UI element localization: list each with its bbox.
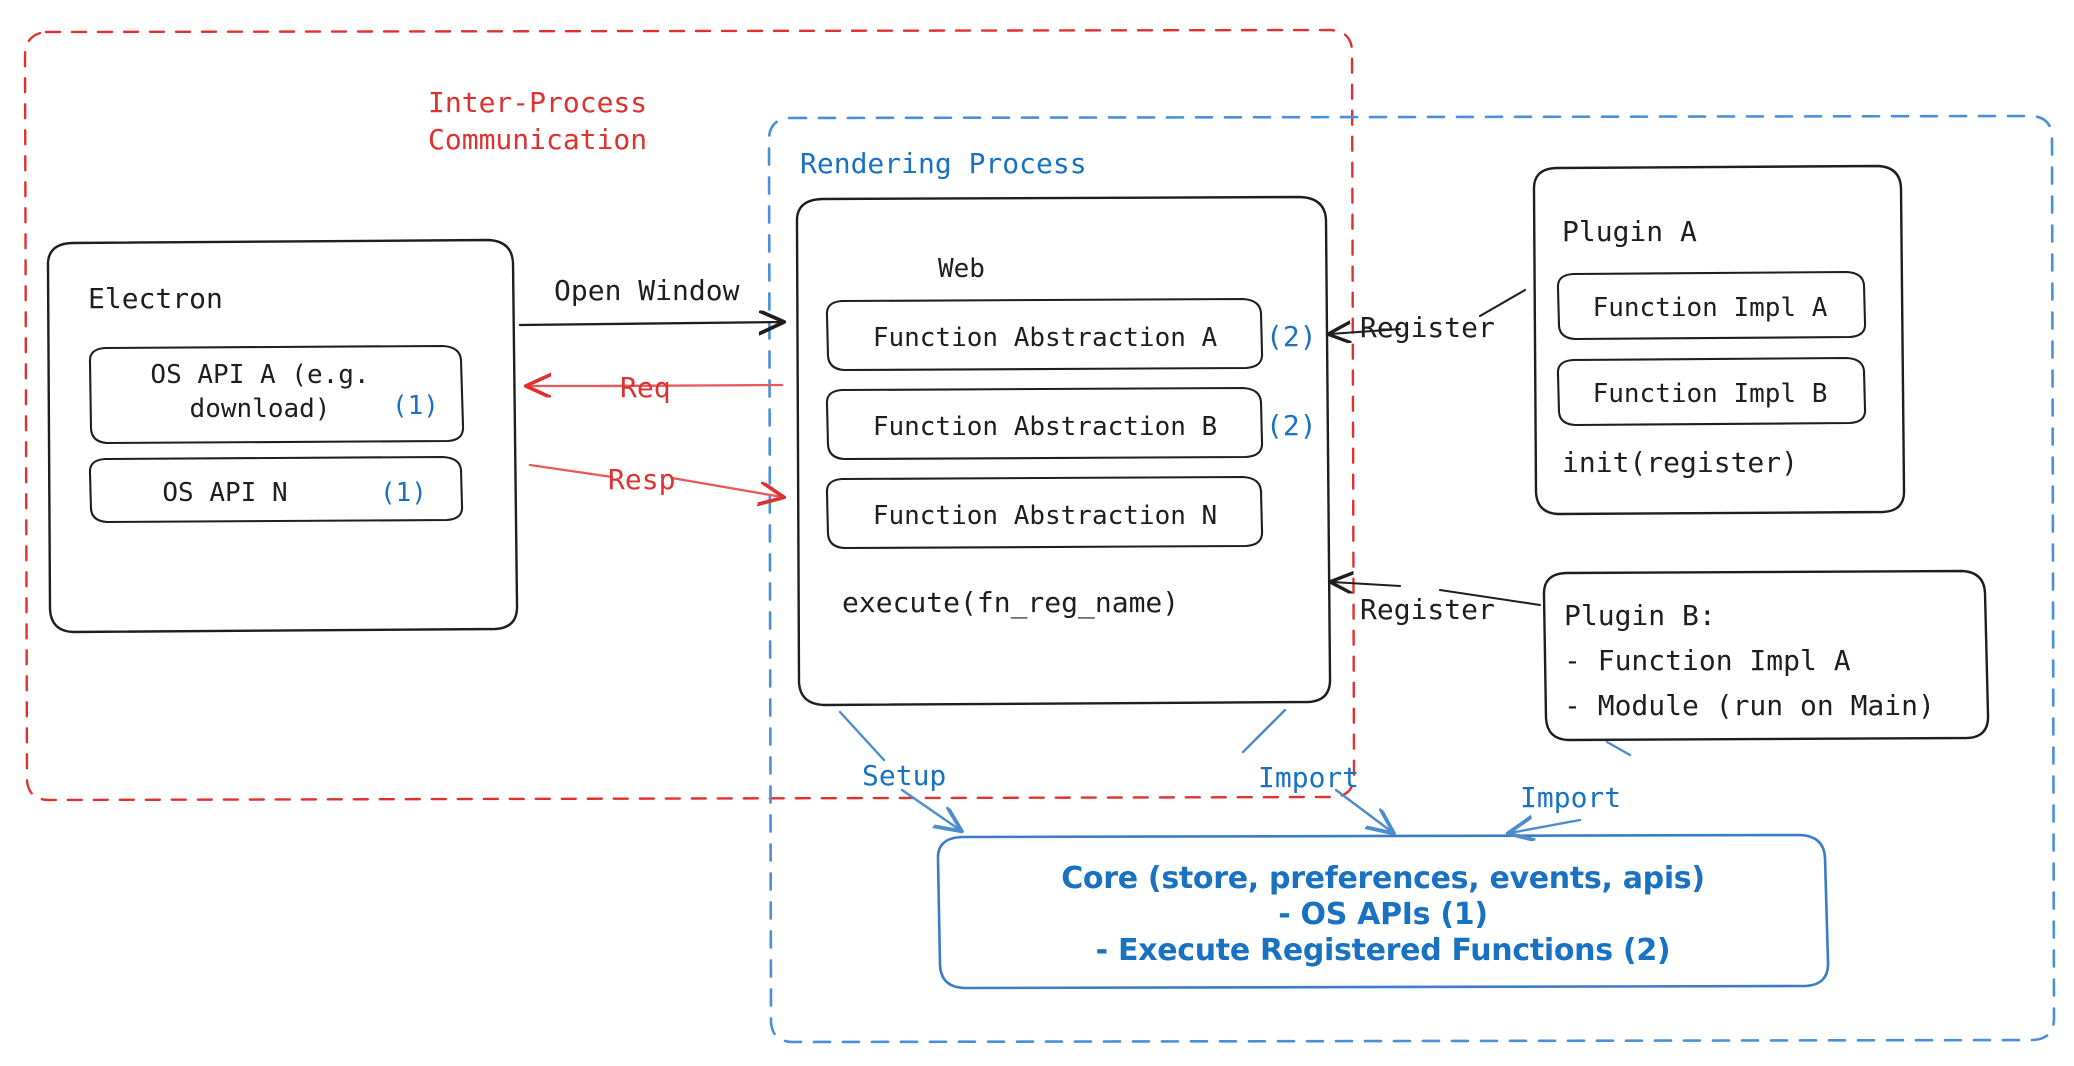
- core-title: Core (store, preferences, events, apis): [1061, 861, 1705, 896]
- plugin-a-init-signature: init(register): [1562, 446, 1799, 479]
- arrow-label-open-window: Open Window: [554, 274, 740, 307]
- arrow-label-import-web: Import: [1258, 761, 1360, 794]
- arrow-label-register-plugin-b: Register: [1360, 593, 1495, 626]
- os-api-n-marker: (1): [380, 478, 427, 508]
- function-abstraction-a-marker: (2): [1266, 320, 1317, 353]
- box-web-outline: [795, 195, 1332, 707]
- core-item-os-apis: - OS APIs (1): [1278, 897, 1488, 932]
- os-api-a-label: OS API A (e.g. download): [150, 360, 370, 425]
- region-label-rendering-process: Rendering Process: [800, 147, 1087, 180]
- function-abstraction-b-label: Function Abstraction B: [872, 412, 1218, 442]
- box-title-web: Web: [938, 254, 985, 284]
- box-title-electron: Electron: [88, 282, 223, 315]
- function-abstraction-b-marker: (2): [1266, 409, 1317, 442]
- arrow-label-register-plugin-a: Register: [1360, 311, 1495, 344]
- os-api-a-marker: (1): [392, 391, 439, 421]
- arrow-label-req: Req: [620, 371, 671, 404]
- arrow-label-resp: Resp: [608, 463, 676, 496]
- core-item-execute-registered-functions: - Execute Registered Functions (2): [1095, 933, 1671, 968]
- arrow-label-setup: Setup: [862, 759, 947, 792]
- function-abstraction-a-label: Function Abstraction A: [872, 323, 1218, 353]
- arrow-open-window: [518, 322, 782, 325]
- function-abstraction-n-label: Function Abstraction N: [872, 501, 1218, 531]
- region-label-inter-process-communication: Inter-Process Communication: [428, 86, 648, 156]
- box-title-plugin-a: Plugin A: [1562, 215, 1697, 248]
- plugin-b-title: Plugin B:: [1564, 599, 1716, 632]
- function-impl-a-label: Function Impl A: [1592, 293, 1828, 323]
- plugin-b-item-module: - Module (run on Main): [1564, 689, 1935, 722]
- web-execute-signature: execute(fn_reg_name): [842, 586, 1180, 619]
- function-impl-b-label: Function Impl B: [1592, 379, 1828, 409]
- arrow-label-import-plugin-b: Import: [1520, 781, 1622, 814]
- plugin-b-item-function-impl-a: - Function Impl A: [1564, 644, 1851, 677]
- os-api-n-label: OS API N: [162, 478, 288, 508]
